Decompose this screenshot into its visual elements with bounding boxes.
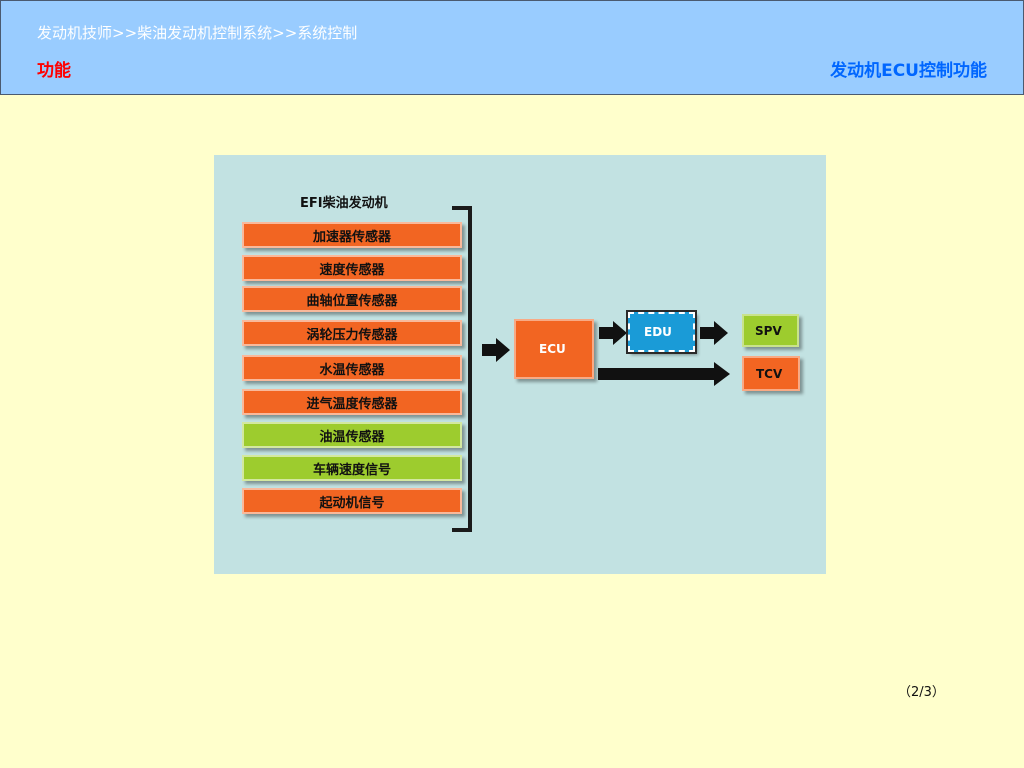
input-signal-starter: 起动机信号	[242, 488, 462, 514]
input-signal-vehicle-speed: 车辆速度信号	[242, 455, 462, 481]
spv-label: SPV	[755, 323, 782, 338]
breadcrumb: 发动机技师>>柴油发动机控制系统>>系统控制	[37, 24, 358, 42]
page-title: 发动机ECU控制功能	[830, 61, 987, 81]
arrow-right-icon	[482, 338, 510, 362]
input-sensor-accelerator: 加速器传感器	[242, 222, 462, 248]
ecu-label: ECU	[539, 342, 566, 356]
input-sensor-crankshaft: 曲轴位置传感器	[242, 286, 462, 312]
input-sensor-intake-temp: 进气温度传感器	[242, 389, 462, 415]
input-sensor-oil-temp: 油温传感器	[242, 422, 462, 448]
input-sensor-turbo-pressure: 涡轮压力传感器	[242, 320, 462, 346]
input-bracket	[452, 206, 472, 532]
tcv-label: TCV	[756, 366, 783, 381]
ecu-control-diagram: EFI柴油发动机 加速器传感器 速度传感器 曲轴位置传感器 涡轮压力传感器 水温…	[214, 155, 826, 574]
page-number: （2/3）	[898, 685, 945, 700]
arrow-right-icon	[599, 321, 627, 345]
arrow-right-icon	[598, 362, 730, 386]
spv-box: SPV	[742, 314, 799, 347]
input-sensor-speed: 速度传感器	[242, 255, 462, 281]
tcv-box: TCV	[742, 356, 800, 391]
edu-label: EDU	[644, 325, 672, 339]
header-bar: 发动机技师>>柴油发动机控制系统>>系统控制 功能 发动机ECU控制功能	[0, 0, 1024, 95]
arrow-right-icon	[700, 321, 728, 345]
input-group-title: EFI柴油发动机	[300, 196, 388, 211]
edu-box: EDU	[626, 310, 697, 354]
ecu-box: ECU	[514, 319, 594, 379]
input-sensor-water-temp: 水温传感器	[242, 355, 462, 381]
section-label: 功能	[37, 61, 71, 81]
